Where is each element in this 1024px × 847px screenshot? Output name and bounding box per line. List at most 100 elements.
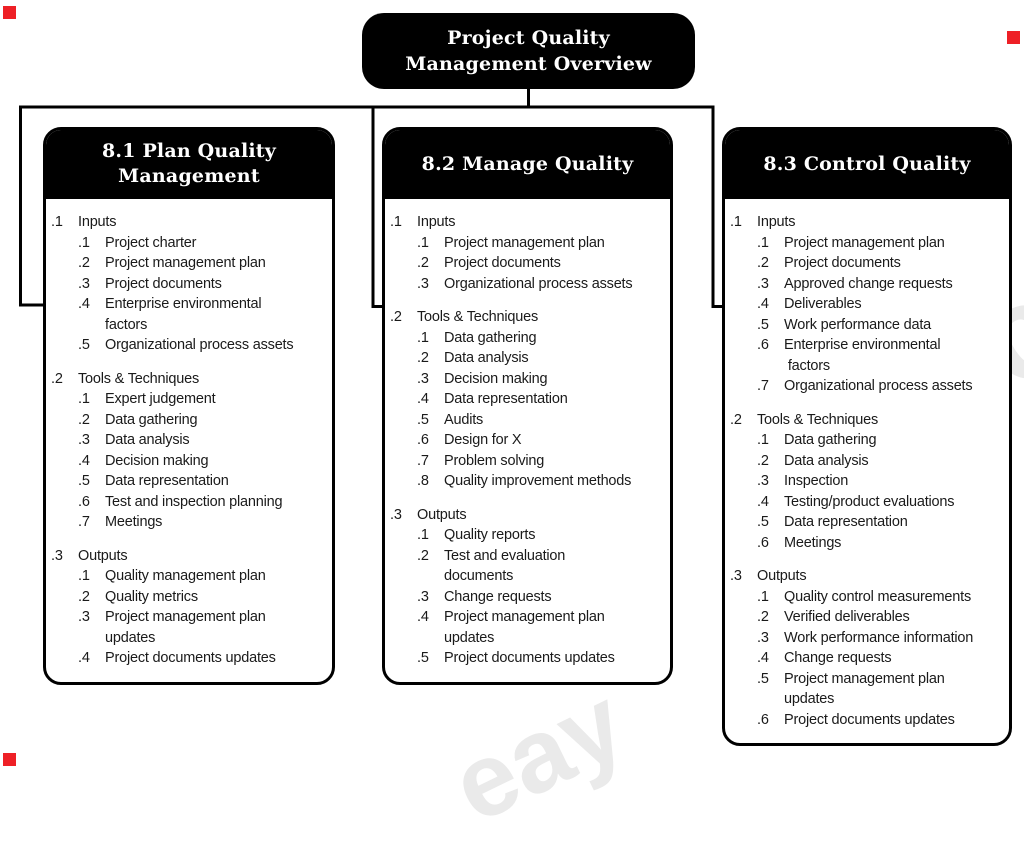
item-number: .1 <box>730 214 742 230</box>
item-label: Quality control measurements <box>784 588 972 605</box>
item-number: .1 <box>78 568 90 584</box>
item-number: .4 <box>757 493 769 510</box>
item-label: Design for X <box>444 432 522 448</box>
item-number: .1 <box>78 234 90 251</box>
item-number: .5 <box>757 316 769 333</box>
item-label: Approved change requests <box>784 275 953 292</box>
item-number: .3 <box>78 275 90 292</box>
item-number: .3 <box>417 588 429 605</box>
item-label: Verified deliverables <box>784 609 910 625</box>
item-label: Tools & Techniques <box>757 411 879 428</box>
item-label: Outputs <box>78 547 128 564</box>
item-label: Test and evaluation documents <box>444 547 566 585</box>
item-number: .4 <box>417 391 429 407</box>
item-number: .1 <box>757 234 769 251</box>
item-label: Project documents updates <box>105 650 276 666</box>
item-label: Data analysis <box>784 452 869 469</box>
item-number: .5 <box>78 473 90 489</box>
overview-title: Project Quality Management Overview <box>405 27 652 75</box>
item-number: .3 <box>757 629 769 646</box>
item-label: Meetings <box>784 534 842 551</box>
item-label: Data representation <box>444 391 568 407</box>
item-label: Expert judgement <box>105 391 216 407</box>
item-label: Quality management plan <box>105 568 266 584</box>
item-label: Data representation <box>105 473 229 489</box>
item-number: .2 <box>730 411 742 428</box>
item-number: .2 <box>78 588 90 605</box>
item-number: .1 <box>417 527 429 543</box>
item-number: .3 <box>757 275 769 292</box>
item-label: Audits <box>444 411 484 428</box>
item-label: Project management plan updates <box>444 609 605 646</box>
item-number: .2 <box>78 411 90 428</box>
item-number: .8 <box>417 473 429 489</box>
item-number: .4 <box>78 650 90 666</box>
section-heading-row: .2 Tools & Techniques <box>730 410 1005 431</box>
item-number: .2 <box>78 255 90 271</box>
list-item: .6 Meetings <box>757 533 1005 554</box>
item-label: Data analysis <box>444 350 529 366</box>
process-header-8-3: 8.3 Control Quality <box>725 130 1009 199</box>
item-number: .2 <box>417 255 429 271</box>
quality-management-overview-diagram: eay c Project Quality Management Overvie… <box>3 6 1024 845</box>
item-number: .1 <box>51 214 63 230</box>
item-label: Test and inspection planning <box>105 493 283 510</box>
item-label: Inputs <box>417 214 456 230</box>
item-number: .6 <box>757 534 769 551</box>
item-label: Project charter <box>105 234 197 251</box>
item-number: .6 <box>417 432 429 448</box>
item-number: .5 <box>757 670 769 687</box>
item-label: Tools & Techniques <box>78 370 200 387</box>
item-number: .6 <box>78 493 90 510</box>
item-label: Tools & Techniques <box>417 309 539 325</box>
item-number: .7 <box>417 452 429 469</box>
item-number: .5 <box>417 411 429 428</box>
list-item: .5 Audits <box>417 410 666 431</box>
item-label: Problem solving <box>444 452 545 469</box>
process-header-8-1: 8.1 Plan Quality Management <box>46 130 332 199</box>
item-label: Organizational process assets <box>784 378 973 394</box>
item-number: .7 <box>757 378 769 394</box>
item-label: Data gathering <box>105 411 198 428</box>
item-number: .5 <box>78 337 90 353</box>
item-label: Data representation <box>784 514 908 530</box>
item-label: Project management plan <box>444 234 605 251</box>
list-item: .4 Data representation <box>417 389 666 410</box>
item-label: Project management plan updates <box>105 609 266 646</box>
red-corner-marker-top-left <box>3 6 16 19</box>
item-label: Meetings <box>105 514 163 530</box>
list-item: .5 Data representation <box>757 512 1005 533</box>
item-number: .2 <box>417 547 429 564</box>
item-label: Inspection <box>784 473 849 489</box>
item-label: Outputs <box>417 506 467 523</box>
item-label: Data gathering <box>444 329 537 346</box>
list-item: .7 Organizational process assets <box>757 376 1005 397</box>
connector-lines <box>19 86 725 308</box>
item-number: .4 <box>757 650 769 666</box>
item-number: .5 <box>757 514 769 530</box>
